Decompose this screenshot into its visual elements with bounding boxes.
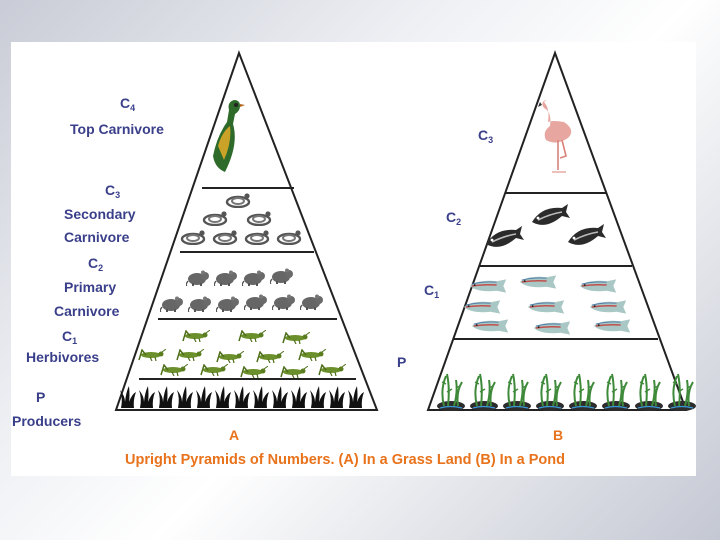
pyramid-a-letter: A [229, 427, 239, 443]
level-code-p: P [36, 389, 45, 405]
level-name-top-carnivore: Top Carnivore [70, 121, 164, 137]
diagram-caption: Upright Pyramids of Numbers. (A) In a Gr… [125, 452, 565, 468]
pyramid-b-letter: B [553, 427, 563, 443]
small-fish-icons [464, 275, 630, 334]
level-name-producers: Producers [12, 413, 81, 429]
level-code-b-p: P [397, 354, 406, 370]
level-name-herbivores: Herbivores [26, 349, 99, 365]
